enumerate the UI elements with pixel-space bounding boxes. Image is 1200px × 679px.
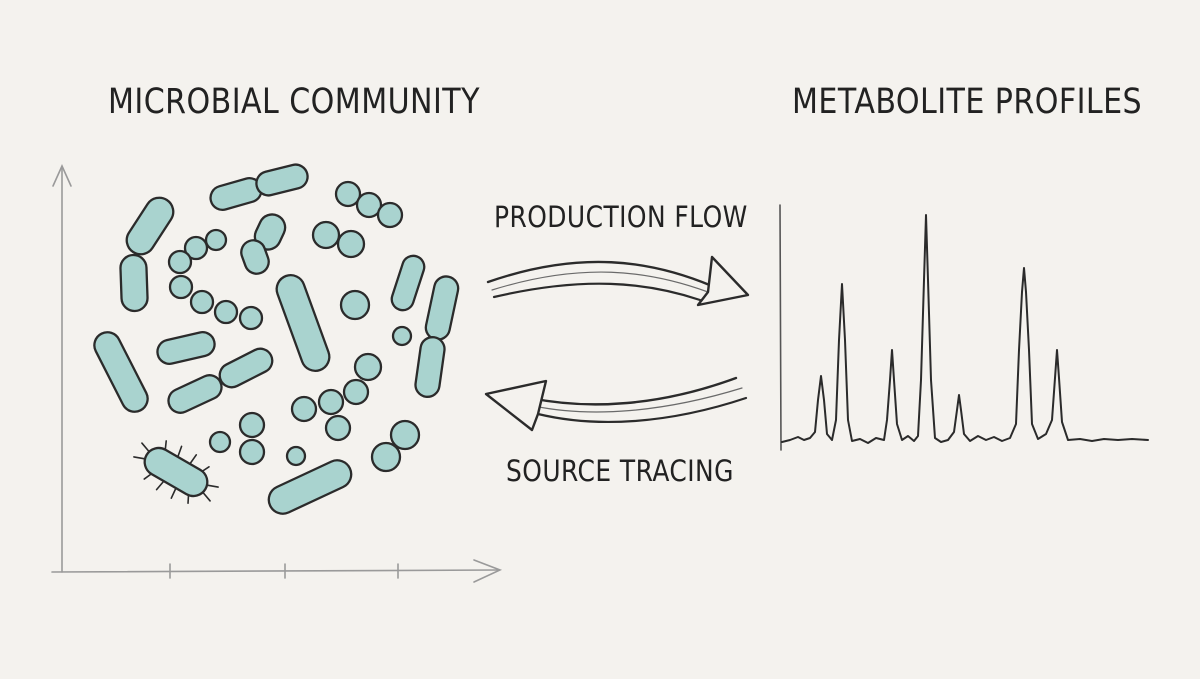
rod-bacterium: [156, 331, 216, 365]
coccus: [238, 411, 266, 439]
coccus: [183, 235, 209, 261]
rod-bacterium: [218, 347, 274, 389]
coccus: [324, 414, 352, 442]
coccus: [167, 249, 193, 275]
coccus: [238, 438, 266, 466]
rod-bacterium: [125, 196, 175, 256]
rod-bacterium: [240, 239, 270, 275]
coccus: [168, 274, 194, 300]
coccus: [353, 352, 383, 382]
production-flow-label: PRODUCTION FLOW: [494, 200, 748, 234]
coccus: [342, 378, 370, 406]
coccus: [334, 180, 362, 208]
coccus: [189, 289, 215, 315]
coccus: [213, 299, 239, 325]
coccus: [208, 430, 232, 454]
coccus: [339, 289, 371, 321]
rod-bacterium: [267, 459, 353, 515]
coccus: [376, 201, 404, 229]
x-axis-line: [51, 569, 499, 573]
rod-bacterium: [93, 331, 149, 413]
metabolite-profiles-title: METABOLITE PROFILES: [792, 82, 1143, 122]
coccus: [311, 220, 341, 250]
chromatogram-y-axis: [779, 204, 782, 451]
y-axis-arrowhead: [52, 164, 72, 187]
rod-bacterium: [414, 336, 446, 398]
coccus: [389, 419, 421, 451]
source-tracing-arrow: [484, 376, 748, 432]
coccus: [391, 325, 413, 347]
rod-bacterium: [390, 254, 426, 312]
coccus: [290, 395, 318, 423]
microbial-community-title: MICROBIAL COMMUNITY: [108, 82, 480, 122]
coccus: [238, 305, 264, 331]
x-axis-arrowhead: [473, 559, 503, 583]
coccus: [204, 228, 228, 252]
coccus: [285, 445, 307, 467]
flagellated-bacterium: [133, 440, 219, 504]
metabolite-chromatogram: [779, 204, 1149, 451]
coccus: [370, 441, 402, 473]
production-flow-arrow: [486, 255, 750, 307]
coccus: [336, 229, 366, 259]
chromatogram-trace: [781, 214, 1149, 444]
rod-bacterium: [275, 274, 331, 372]
rod-bacterium: [255, 163, 309, 197]
coccus: [355, 191, 383, 219]
rod-bacterium: [424, 275, 460, 341]
rod-bacterium: [167, 374, 223, 414]
rod-bacterium: [119, 253, 149, 313]
coccus: [317, 388, 345, 416]
community-axes: [51, 164, 503, 583]
source-tracing-label: SOURCE TRACING: [506, 454, 734, 488]
microbial-community: [93, 163, 460, 515]
